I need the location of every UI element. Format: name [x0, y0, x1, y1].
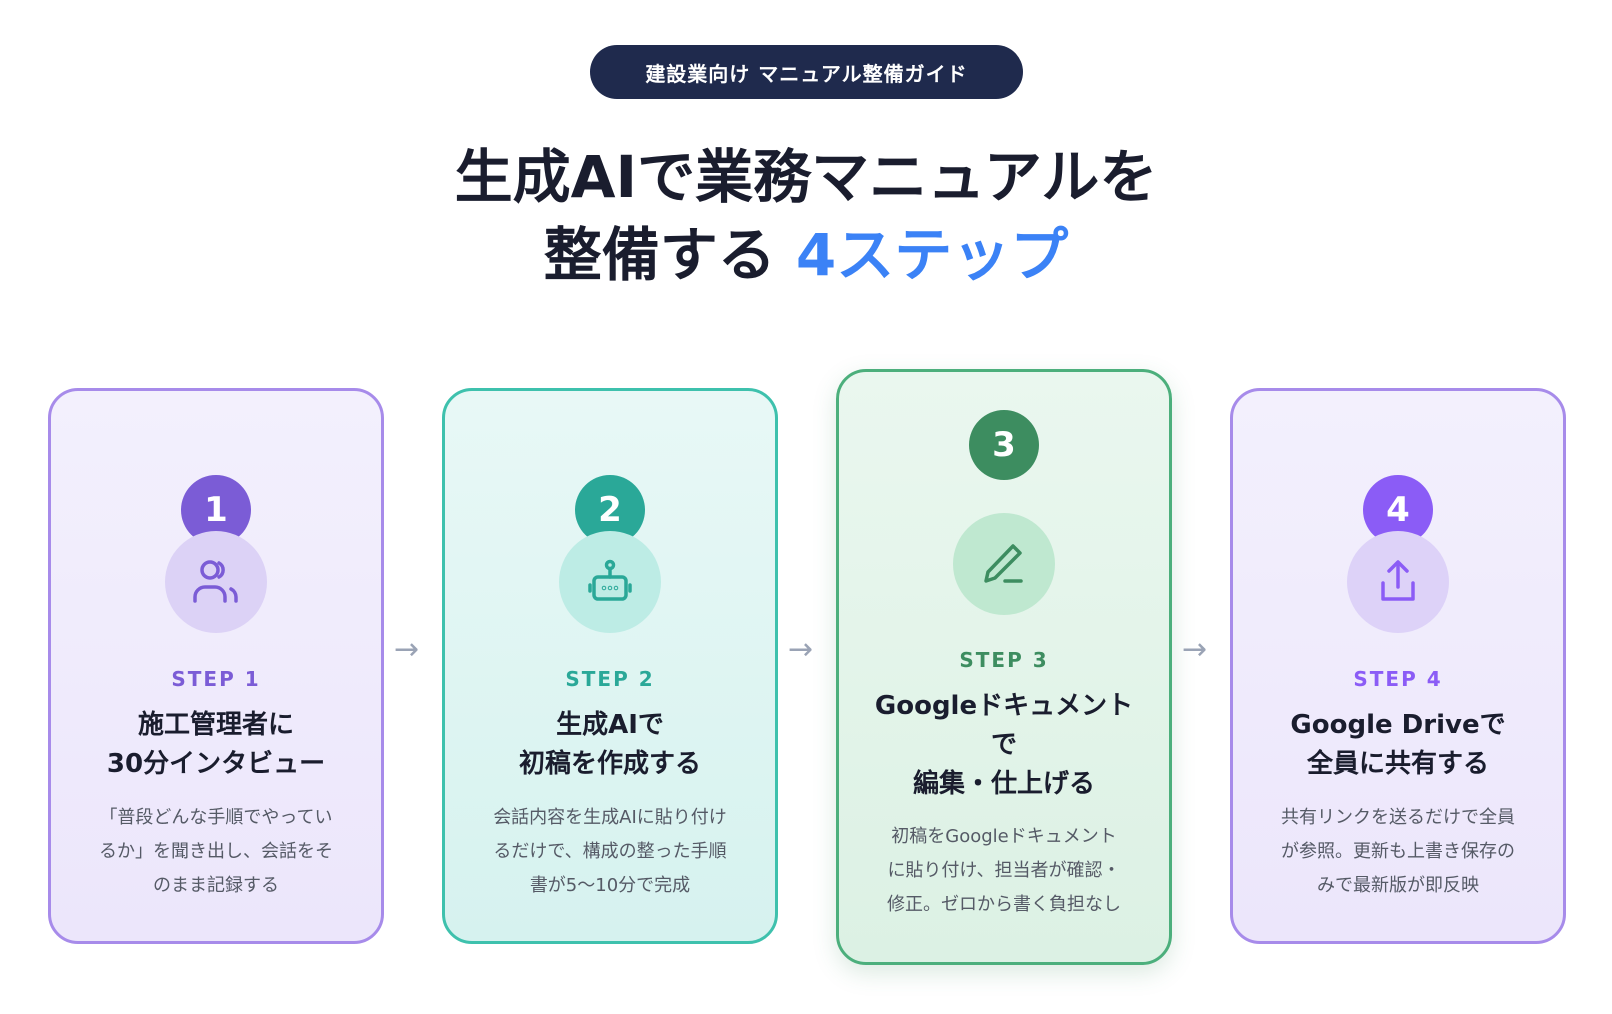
step-title-line: Googleドキュメント [874, 691, 1134, 721]
step-title: Googleドキュメントで編集・仕上げる [849, 687, 1159, 804]
desc-line: 初稿をGoogleドキュメント [891, 826, 1117, 847]
step-title-line: 生成AIで [556, 710, 664, 740]
share-icon [1347, 531, 1449, 633]
users-icon [165, 531, 267, 633]
desc-line: が参照。更新も上書き保存の [1281, 841, 1515, 862]
step-label: STEP 2 [565, 667, 655, 691]
step-card-2: 2 STEP 2 生成AIで初稿を作成する 会話内容を生成AIに貼り付けるだけで… [442, 388, 778, 944]
step-title-line: 施工管理者に [137, 710, 294, 740]
desc-line: るだけで、構成の整った手順 [493, 841, 727, 862]
desc-line: のまま記録する [153, 875, 279, 896]
desc-line: 「普段どんな手順でやってい [99, 807, 333, 828]
desc-line: るか」を聞き出し、会話をそ [99, 841, 333, 862]
step-card-4: 4 STEP 4 Google Driveで全員に共有する 共有リンクを送るだけ… [1230, 388, 1566, 944]
step-description: 初稿をGoogleドキュメントに貼り付け、担当者が確認・修正。ゼロから書く負担な… [867, 820, 1141, 922]
step-title: 施工管理者に 30分インタビュー [61, 706, 371, 784]
pen-icon [953, 513, 1055, 615]
desc-line: みで最新版が即反映 [1317, 875, 1479, 896]
desc-line: 書が5〜10分で完成 [529, 875, 691, 896]
desc-line: 会話内容を生成AIに貼り付け [493, 807, 727, 828]
guide-badge: 建設業向け マニュアル整備ガイド [590, 45, 1023, 99]
step-title: 生成AIで初稿を作成する [455, 706, 765, 784]
arrow-icon: → [394, 632, 420, 667]
step-title-line: 全員に共有する [1306, 749, 1489, 779]
step-title-line: 初稿を作成する [518, 749, 701, 779]
page-title: 生成AIで業務マニュアルを 整備する 4ステップ [0, 138, 1612, 294]
step-description: 会話内容を生成AIに貼り付けるだけで、構成の整った手順書が5〜10分で完成 [473, 801, 747, 903]
title-line-1: 生成AIで業務マニュアルを [454, 143, 1158, 211]
title-line-2-main: 整備する [543, 221, 796, 289]
step-label: STEP 3 [959, 648, 1049, 672]
step-title-line: 30分インタビュー [106, 749, 326, 779]
step-description: 共有リンクを送るだけで全員が参照。更新も上書き保存のみで最新版が即反映 [1261, 801, 1535, 903]
step-description: 「普段どんな手順でやっているか」を聞き出し、会話をそのまま記録する [79, 801, 353, 903]
step-label: STEP 4 [1353, 667, 1443, 691]
desc-line: 共有リンクを送るだけで全員 [1281, 807, 1515, 828]
step-card-3: 3 STEP 3 Googleドキュメントで編集・仕上げる 初稿をGoogleド… [836, 369, 1172, 965]
arrow-icon: → [1182, 632, 1208, 667]
arrow-icon: → [788, 632, 814, 667]
robot-icon [559, 531, 661, 633]
step-label: STEP 1 [171, 667, 261, 691]
step-title-line: 編集・仕上げる [912, 769, 1095, 799]
desc-line: に貼り付け、担当者が確認・ [887, 860, 1121, 881]
step-number-badge: 3 [969, 410, 1039, 480]
desc-line: 修正。ゼロから書く負担なし [887, 894, 1121, 915]
step-title-line: Google Driveで [1290, 710, 1506, 740]
title-line-2: 整備する 4ステップ [0, 216, 1612, 294]
step-title-line: で [990, 730, 1017, 760]
title-accent: 4ステップ [795, 221, 1069, 289]
step-title: Google Driveで全員に共有する [1243, 706, 1553, 784]
